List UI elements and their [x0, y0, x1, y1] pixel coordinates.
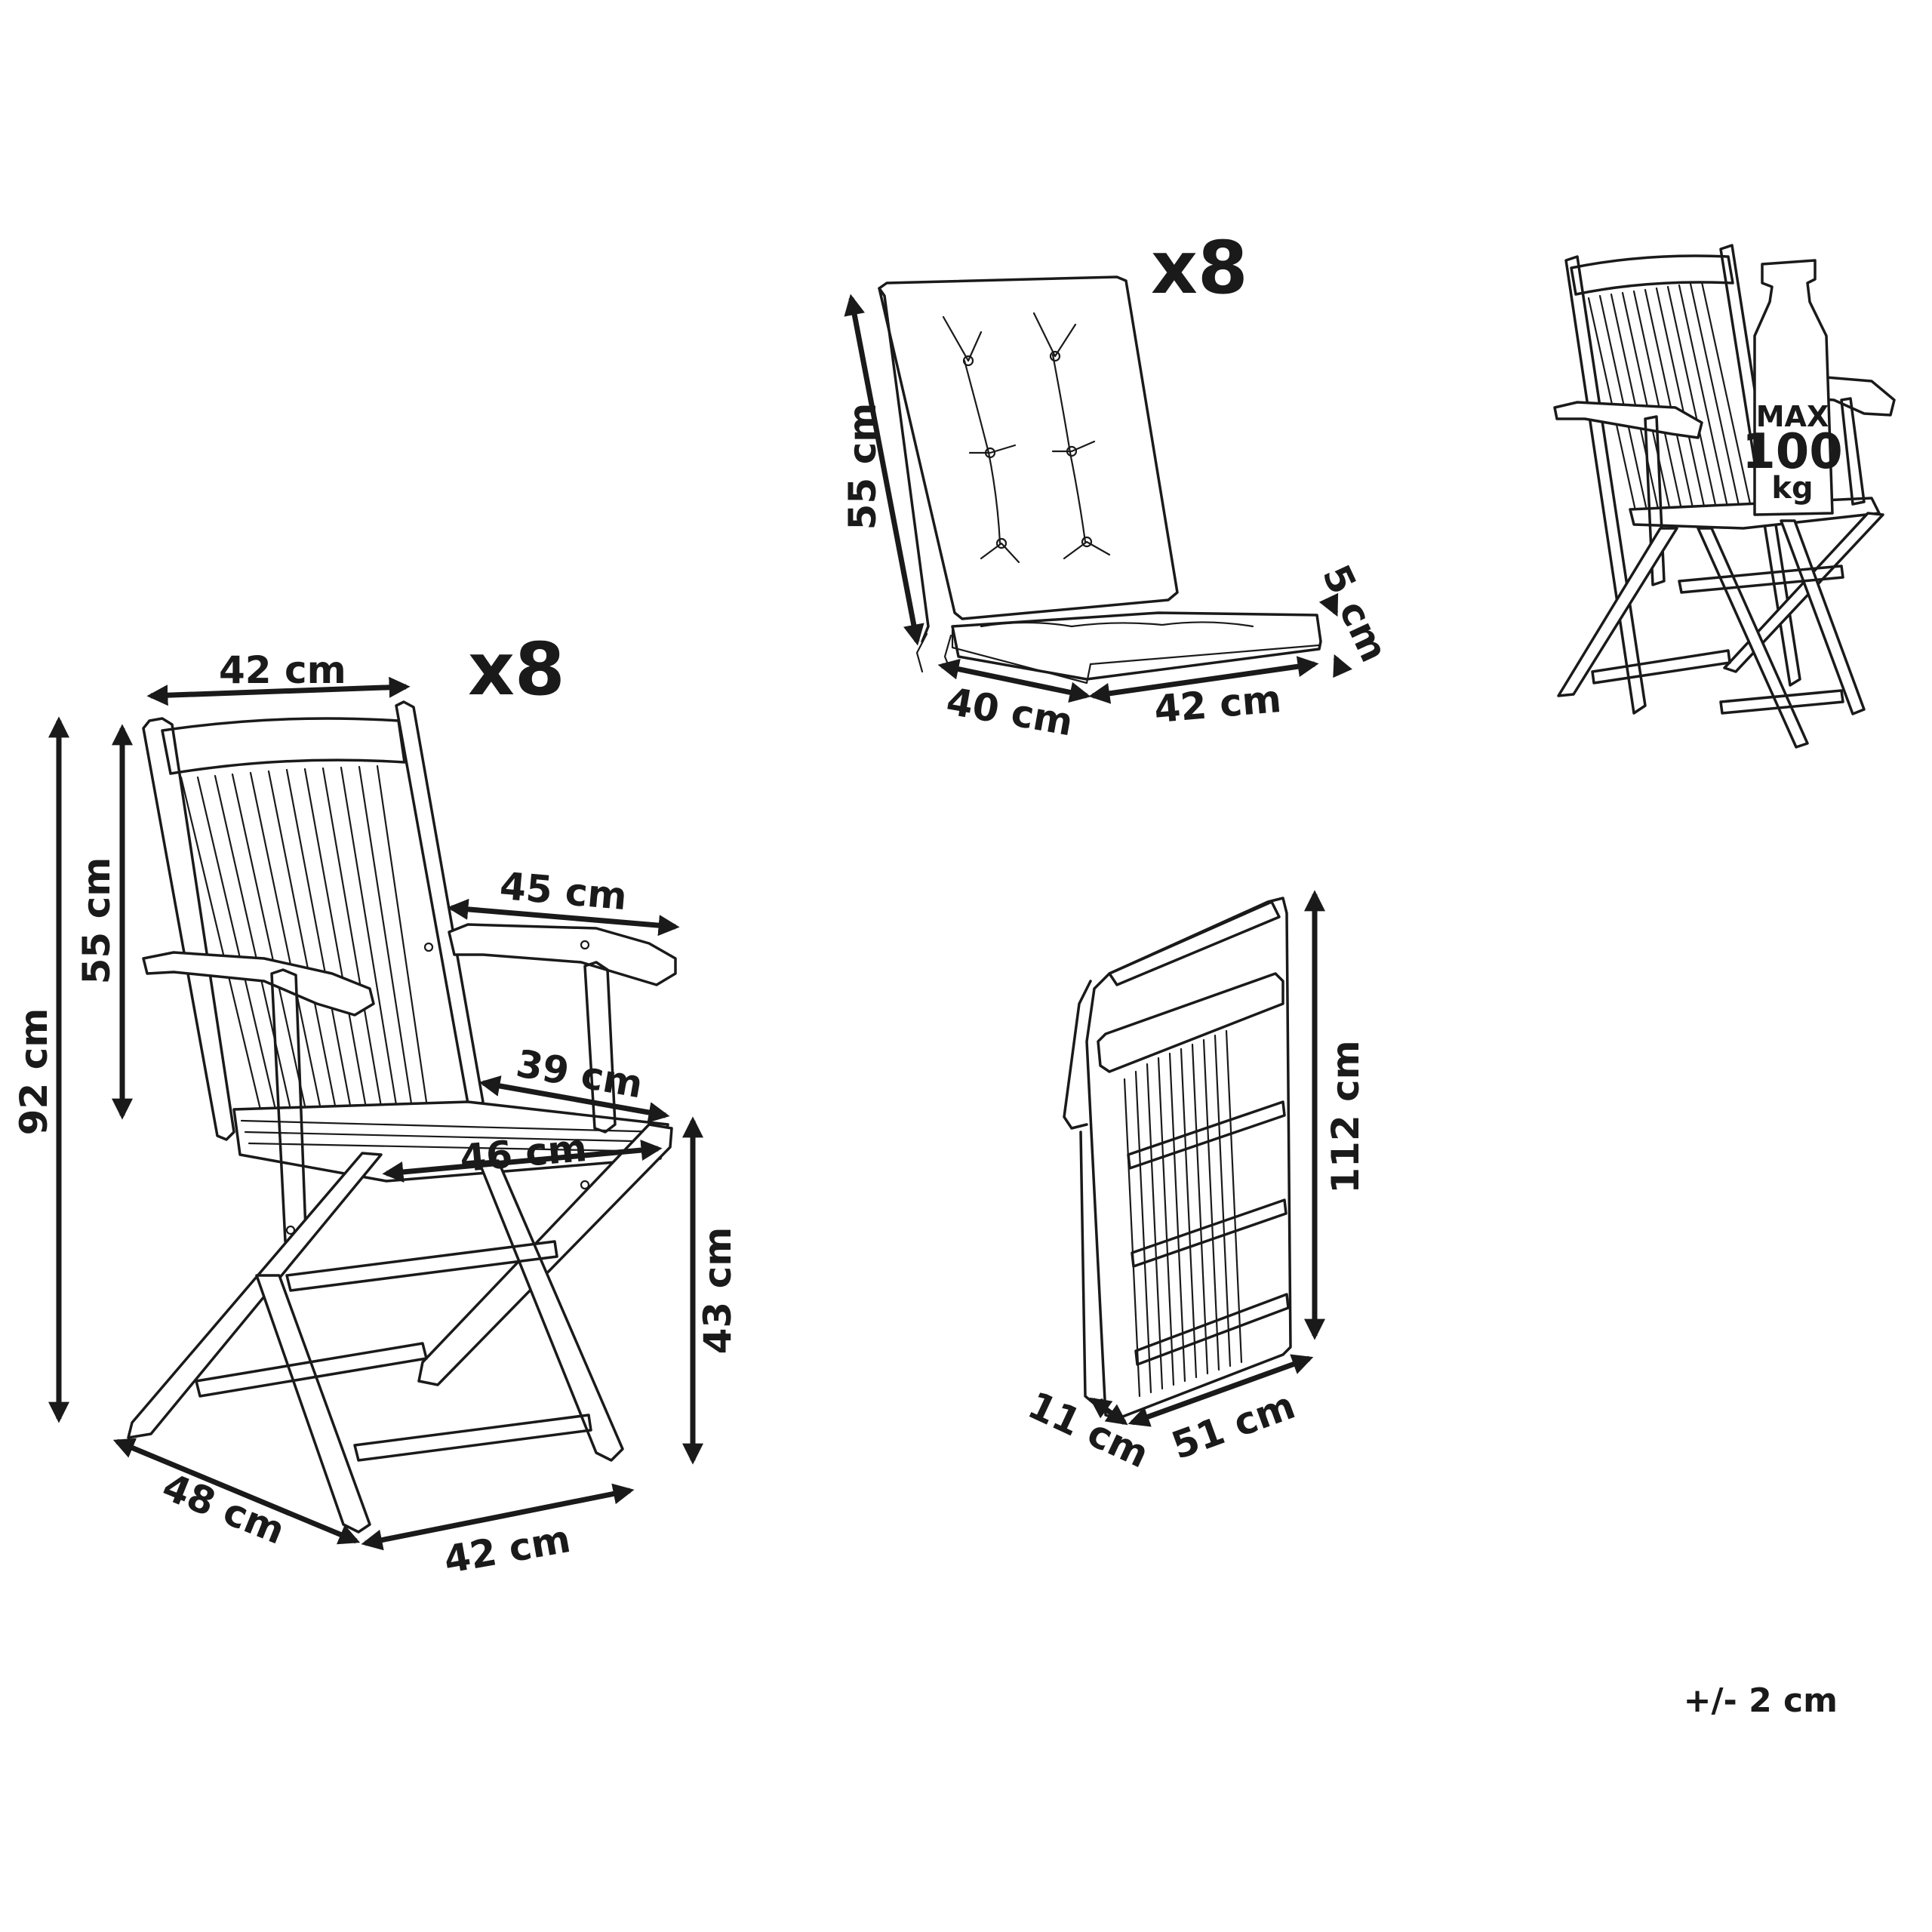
chair-lower-stretcher [353, 1414, 592, 1462]
chair-quantity: x8 [468, 627, 565, 712]
folded-chair-seat-rail [1097, 972, 1284, 1073]
dim-arrow-cushion-back-height [844, 294, 924, 646]
label-chair-base-depth: 48 cm [156, 1465, 291, 1553]
chair-back-slats [180, 764, 428, 1111]
cushion-tufting [942, 312, 1111, 564]
label-chair-back-height: 55 cm [75, 857, 118, 985]
dim-arrow-seat-depth [478, 1075, 670, 1123]
load-chair-stretcher [1678, 565, 1844, 594]
chair-front-right-leg [417, 1123, 673, 1386]
weight-jug-icon [1753, 259, 1834, 516]
dim-arrow-seat-width [382, 1140, 663, 1183]
dim-arrow-folded-width [1128, 1354, 1314, 1427]
load-chair-stretcher [1591, 649, 1731, 685]
load-chair-leg [1557, 527, 1678, 697]
dim-arrow-armrest-length [447, 898, 680, 937]
dim-arrow-base-depth [112, 1438, 361, 1545]
chair-middle-stretcher [195, 1342, 428, 1398]
folded-dimension-lines [1089, 890, 1325, 1427]
label-folded-width: 51 cm [1166, 1383, 1300, 1468]
weight-label-unit: kg [1771, 471, 1813, 506]
chair-top-rail [161, 717, 406, 775]
cushion-drawing [878, 275, 1322, 685]
load-chair-stretcher [1719, 689, 1844, 715]
chair-drawing [127, 700, 677, 1534]
dim-arrow-cushion-seat-depth [937, 658, 1091, 703]
load-chair-leg [1723, 512, 1884, 673]
load-chair-left-armrest [1553, 401, 1703, 439]
chair-right-armrest [448, 923, 677, 986]
folded-chair-stretcher [1127, 1100, 1286, 1170]
folded-chair-armrest [1063, 980, 1092, 1130]
load-chair-drawing [1553, 244, 1896, 749]
folded-chair-slats [1123, 1029, 1243, 1398]
weight-label-max: MAX [1756, 400, 1829, 433]
load-chair-right-post [1719, 244, 1801, 687]
chair-left-back-post [142, 717, 235, 1141]
chair-left-armrest [142, 951, 375, 1017]
weight-badge: MAX 100 kg [1742, 259, 1843, 516]
folded-chair-top-rail [1108, 900, 1281, 986]
cushion-backrest [878, 275, 1179, 620]
chair-dimension-lines [48, 676, 703, 1551]
chair-bolt [285, 1225, 296, 1235]
load-chair-leg [1697, 527, 1809, 749]
label-chair-armrest-length: 45 cm [498, 864, 629, 918]
load-chair-left-post [1564, 255, 1647, 715]
label-chair-seat-height: 43 cm [696, 1227, 740, 1355]
label-cushion-thickness: 5 cm [1314, 558, 1396, 669]
chair-bolt [423, 942, 434, 952]
folded-chair-drawing [1063, 897, 1292, 1420]
tolerance-note: +/- 2 cm [1684, 1681, 1838, 1720]
cushion-quantity: x8 [1151, 226, 1248, 310]
dim-arrow-folded-thickness [1089, 1397, 1128, 1426]
chair-bolt [580, 940, 590, 950]
label-chair-back-width: 42 cm [219, 648, 346, 692]
chair-right-back-post [395, 700, 485, 1111]
load-chair-arm-support [1644, 415, 1666, 586]
load-chair-top-rail [1570, 254, 1734, 296]
label-chair-total-height: 92 cm [12, 1008, 56, 1136]
dim-arrow-cushion-thickness [1318, 592, 1339, 617]
folded-chair-back-frame [1085, 897, 1292, 1420]
chair-upper-stretcher [285, 1240, 558, 1292]
dim-arrow-cushion-seat-width [1088, 656, 1319, 704]
chair-front-left-leg [127, 1152, 383, 1439]
dim-arrow-back-width [146, 676, 411, 706]
chair-right-arm-support [583, 961, 617, 1134]
cushion-seat-seam [980, 621, 1254, 628]
label-folded-height: 112 cm [1324, 1040, 1367, 1194]
weight-label-value: 100 [1742, 424, 1843, 480]
chair-bolt [580, 1180, 590, 1190]
cushion-dimension-lines [844, 294, 1352, 704]
label-cushion-back-height: 55 cm [841, 403, 884, 531]
load-chair-arm-support [1840, 397, 1866, 506]
dim-arrow-base-width [361, 1483, 635, 1551]
chair-rear-left-leg [255, 1274, 371, 1534]
label-chair-seat-depth: 39 cm [513, 1041, 646, 1106]
folded-chair-stretcher [1131, 1198, 1287, 1268]
dim-arrow-cushion-thickness [1333, 654, 1352, 678]
